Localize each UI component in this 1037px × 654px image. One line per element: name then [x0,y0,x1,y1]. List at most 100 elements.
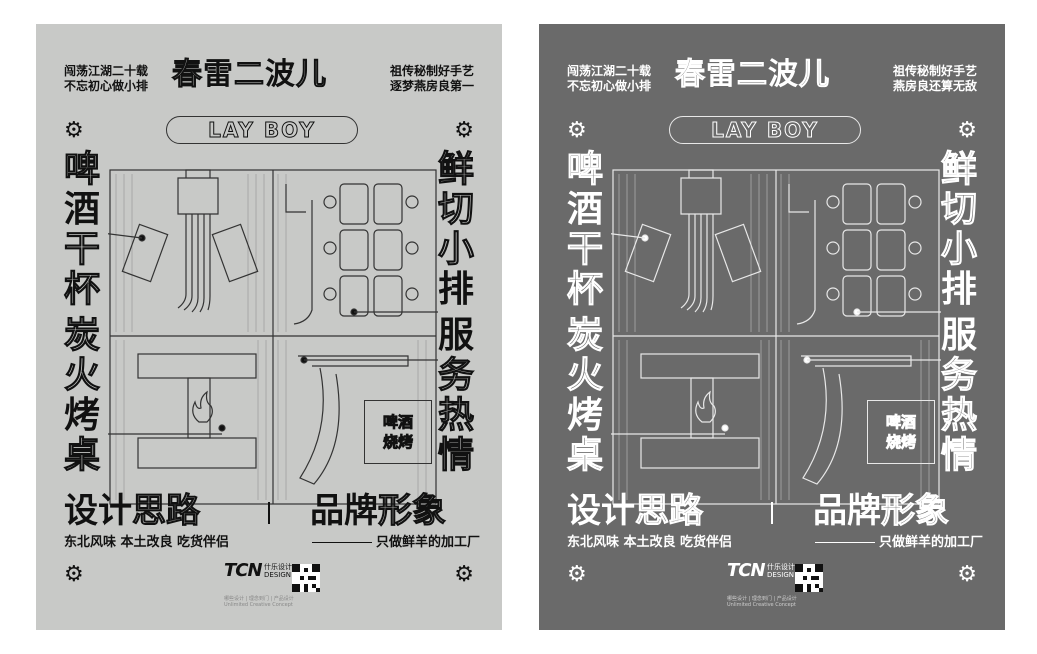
right-bottom-char: 务 [437,355,474,396]
tagline-left-line: 闯荡江湖二十载 [64,64,149,78]
title-char: 二 [737,57,768,92]
right-column-bottom: 服 务 热 情 [937,315,981,477]
title-char: 雷 [203,57,234,92]
right-bottom-char: 务 [940,355,977,396]
right-top-char: 鲜 [437,149,474,190]
grill-top [137,353,257,379]
beer-bbq-stamp: 啤酒 烧烤 [867,400,935,464]
right-bottom-char: 服 [940,315,977,356]
right-top-char: 鲜 [940,149,977,190]
stamp-line: 烧烤 [885,433,917,452]
left-bottom-char: 烤 [566,395,603,436]
right-column-top: 鲜 切 小 排 [937,149,981,310]
studio-logo: TCN 什乐设计 DESIGN 哪些设计 | 理念到门 | 产品设计 Unlim… [224,560,294,609]
right-column-bottom: 服 务 热 情 [434,315,478,477]
slogan-line: 只做鲜羊的加工厂 [815,536,983,549]
grill-base [640,437,760,469]
heading-solid: 设计 [567,491,635,531]
title-char: 儿 [296,57,327,92]
heading-divider [771,502,773,524]
flame-icon [192,390,213,423]
left-top-char: 干 [566,229,603,270]
tagline-left: 闯荡江湖二十载 不忘初心做小排 [567,64,651,94]
left-bottom-char: 炭 [566,315,603,356]
tagline-left-line: 不忘初心做小排 [567,79,652,93]
title-char: 春 [675,57,706,92]
brand-plate: LAY BOY [166,116,358,144]
left-top-char: 杯 [566,269,603,310]
gear-icon: ⚙ [957,118,977,143]
tagline-right-line: 燕房良还算无敌 [892,79,977,93]
logo-name-line: 什乐设计 [767,563,795,571]
heading-divider [268,502,270,524]
right-bottom-char: 服 [437,315,474,356]
gear-icon: ⚙ [567,118,587,143]
logo-name-line: DESIGN [767,571,794,579]
slogan-line: 只做鲜羊的加工厂 [312,536,480,549]
left-bottom-char: 火 [566,355,603,396]
poster-dark: 闯荡江湖二十载 不忘初心做小排 春雷二波儿 祖传秘制好手艺 燕房良还算无敌 ⚙ … [539,24,1005,630]
right-top-char: 切 [940,189,977,230]
right-top-char: 排 [940,269,977,310]
heading-solid: 品牌 [813,491,881,531]
gear-icon: ⚙ [64,118,84,143]
logo-mark: TCN [224,560,263,581]
illustration-grid [611,169,941,505]
brand-plate: LAY BOY [669,116,861,144]
left-top-char: 干 [63,229,100,270]
rib-blocks [339,183,403,317]
beer-glass [121,223,169,283]
stamp-line: 烧烤 [382,433,414,452]
bone-shapes [826,195,922,301]
poster-title: 春雷二波儿 [675,57,830,92]
left-bottom-char: 烤 [63,395,100,436]
logo-subtext: 哪些设计 | 理念到门 | 产品设计 Unlimited Creative Co… [224,596,294,608]
cleaver-blade [298,355,409,485]
stamp-line: 啤酒 [885,413,917,432]
left-top-char: 啤 [566,149,603,190]
title-char: 儿 [799,57,830,92]
gear-icon: ⚙ [957,562,977,587]
slogan-rule [815,542,875,543]
tagline-right-line: 祖传秘制好手艺 [892,64,977,78]
logo-subtext: 哪些设计 | 理念到门 | 产品设计 Unlimited Creative Co… [727,596,797,608]
left-top-char: 啤 [63,149,100,190]
beer-glass [714,223,762,283]
slogan-text: 只做鲜羊的加工厂 [879,535,984,550]
right-top-char: 小 [437,229,474,270]
design-idea-heading: 设计思路 [64,491,201,531]
beer-stream [177,214,211,313]
tagline-right-line: 逐梦燕房良第一 [389,79,474,93]
features-line: 东北风味 本土改良 吃货伴侣 [567,535,733,550]
stamp-line: 啤酒 [382,413,414,432]
poster-light: 闯荡江湖二十载 不忘初心做小排 春雷二波儿 祖传秘制好手艺 逐梦燕房良第一 ⚙ … [36,24,502,630]
tagline-left-line: 闯荡江湖二十载 [567,64,652,78]
rib-blocks [842,183,906,317]
slogan-rule [312,542,372,543]
heading-outline: 思路 [132,491,201,531]
knife-shape [285,184,313,325]
tagline-left: 闯荡江湖二十载 不忘初心做小排 [64,64,148,94]
brand-name: LAY BOY [208,118,316,143]
beer-tap [177,169,219,215]
logo-mark: TCN [727,560,766,581]
brand-image-heading: 品牌形象 [310,491,447,531]
right-bottom-char: 情 [437,435,474,476]
illustration-grid [108,169,438,505]
heading-outline: 形象 [378,491,447,531]
left-top-char: 酒 [566,189,603,230]
title-char: 二 [234,57,265,92]
features-line: 东北风味 本土改良 吃货伴侣 [64,535,230,550]
heading-outline: 思路 [635,491,704,531]
studio-logo: TCN 什乐设计 DESIGN 哪些设计 | 理念到门 | 产品设计 Unlim… [727,560,797,609]
logo-name-line: 什乐设计 [264,563,292,571]
right-top-char: 小 [940,229,977,270]
cleaver-blade [801,355,912,485]
left-column-top: 啤 酒 干 杯 [60,149,104,310]
right-bottom-char: 情 [940,435,977,476]
design-idea-heading: 设计思路 [567,491,704,531]
right-bottom-char: 热 [940,395,977,436]
beer-glass [211,223,259,283]
logo-name: 什乐设计 DESIGN [264,563,292,579]
knife-shape [788,184,816,325]
